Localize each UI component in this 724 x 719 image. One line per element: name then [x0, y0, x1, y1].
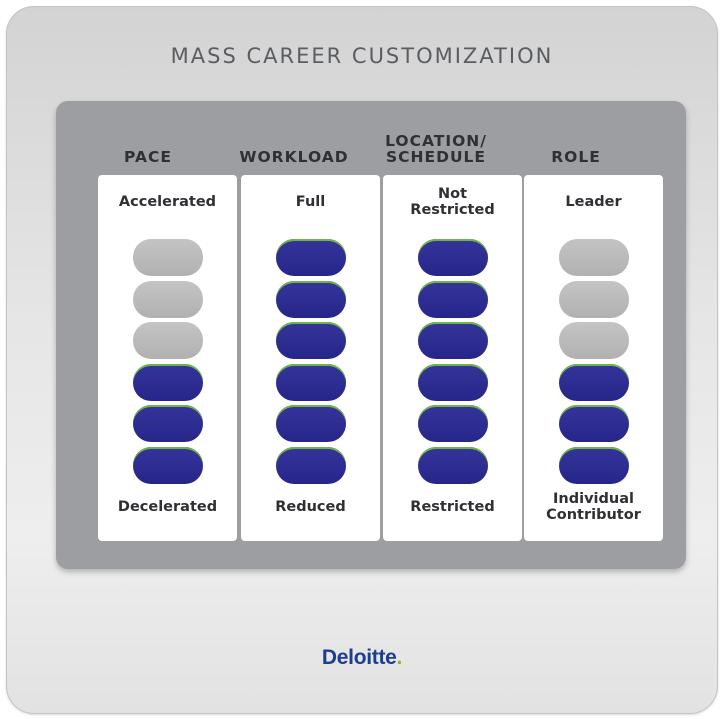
pace-bottom-label: Decelerated — [117, 499, 218, 515]
level-slot-filled — [132, 363, 203, 401]
location-schedule-top-label: Not Restricted — [410, 186, 495, 218]
level-slot-empty — [558, 322, 629, 359]
column-header-pace: PACE — [124, 148, 172, 166]
level-slot-empty — [132, 239, 203, 276]
location-schedule-bottom-label: Restricted — [410, 499, 495, 515]
level-slot-filled — [275, 322, 346, 359]
level-slot-filled — [558, 446, 629, 484]
pace-top-label: Accelerated — [118, 194, 217, 210]
level-slot-filled — [417, 405, 488, 442]
columns-panel: PACE WORKLOAD LOCATION/ SCHEDULE ROLE Ac… — [56, 101, 686, 569]
role-top-label: Leader — [565, 194, 622, 210]
level-slot-filled — [275, 363, 346, 401]
level-slot-empty — [558, 239, 629, 276]
deloitte-logo: Deloitte. — [6, 646, 718, 670]
level-slot-filled — [275, 405, 346, 442]
level-slot-filled — [417, 363, 488, 401]
level-slot-filled — [417, 239, 488, 276]
level-slot-filled — [275, 446, 346, 484]
level-slot-filled — [417, 322, 488, 359]
level-slot-filled — [558, 363, 629, 401]
column-header-location-schedule: LOCATION/ SCHEDULE — [385, 132, 487, 166]
column-workload: Full Reduced — [241, 175, 380, 541]
level-slot-filled — [558, 405, 629, 442]
level-slot-filled — [417, 280, 488, 318]
diagram-title: MASS CAREER CUSTOMIZATION — [170, 44, 554, 68]
level-slot-filled — [275, 239, 346, 276]
diagram-card: MASS CAREER CUSTOMIZATION PACE WORKLOAD … — [6, 6, 718, 714]
level-slot-empty — [558, 280, 629, 318]
level-slot-empty — [132, 280, 203, 318]
level-slot-filled — [417, 446, 488, 484]
column-header-role: ROLE — [551, 148, 601, 166]
workload-bottom-label: Reduced — [275, 499, 346, 515]
column-role: Leader Individual Contributor — [524, 175, 663, 541]
level-slot-filled — [275, 280, 346, 318]
column-pace: Accelerated Decelerated — [98, 175, 237, 541]
level-slot-filled — [132, 446, 203, 484]
logo-text: Deloitte — [321, 646, 397, 669]
logo-dot: . — [396, 646, 403, 669]
level-slot-empty — [132, 322, 203, 359]
role-bottom-label: Individual Contributor — [546, 491, 641, 523]
workload-top-label: Full — [295, 194, 326, 210]
level-slot-filled — [132, 405, 203, 442]
column-location-schedule: Not Restricted Restricted — [383, 175, 522, 541]
column-headers: PACE WORKLOAD LOCATION/ SCHEDULE ROLE — [78, 101, 668, 171]
column-header-workload: WORKLOAD — [239, 148, 349, 166]
